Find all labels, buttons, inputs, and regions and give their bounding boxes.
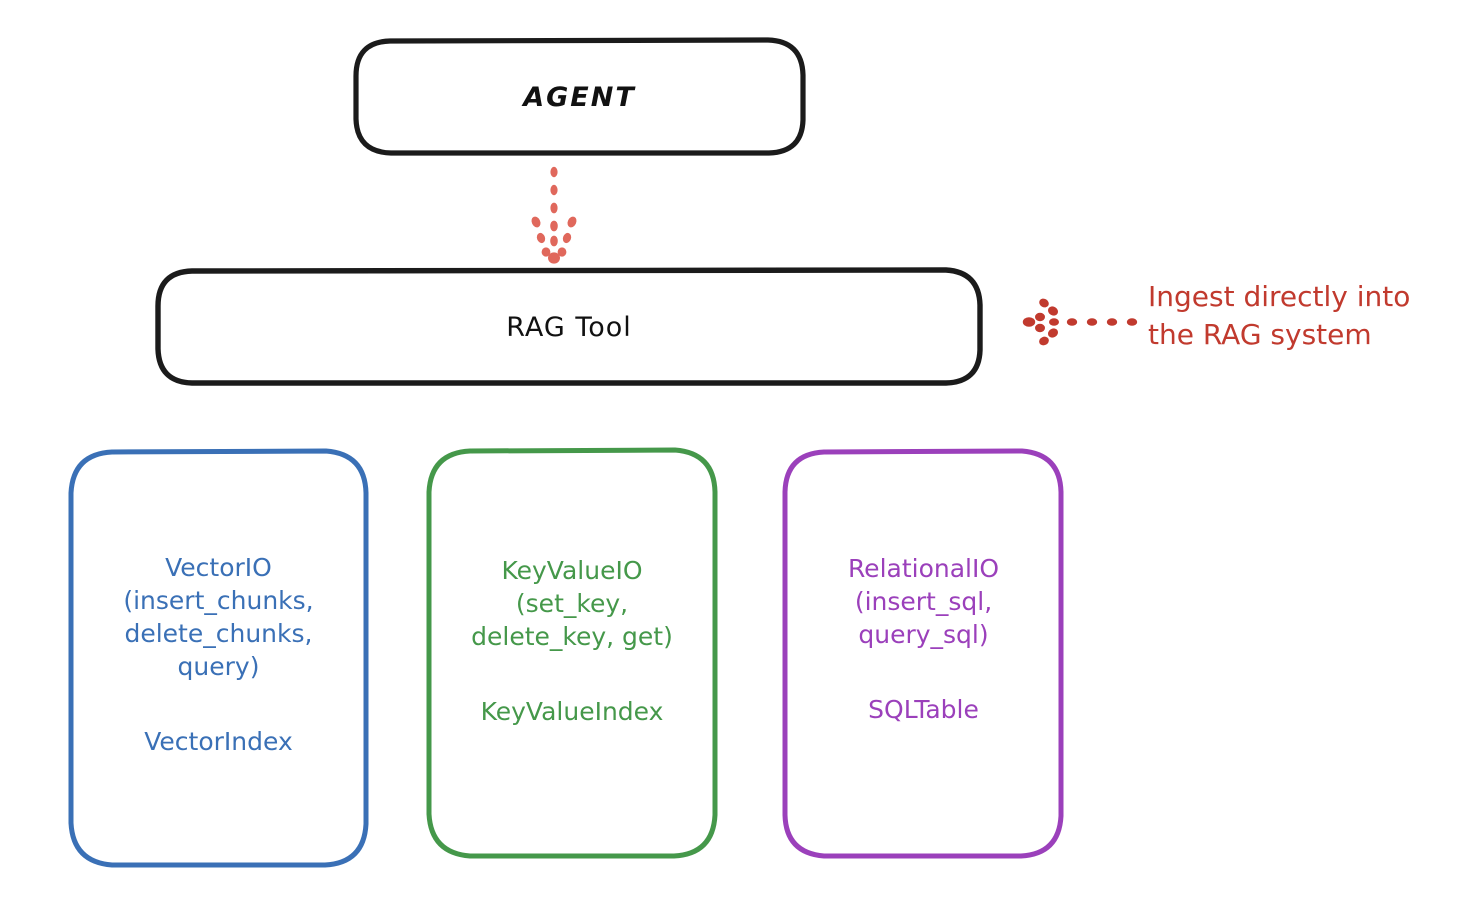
keyvalue-io-secondary-label: KeyValueIndex	[480, 696, 664, 726]
vector-io-secondary-label: VectorIndex	[144, 726, 293, 756]
agent-box-outline[interactable]	[353, 37, 806, 156]
relational-io-content: RelationalIO (insert_sql, query_sql) SQL…	[799, 552, 1048, 726]
rag-tool-box-outline[interactable]	[155, 267, 983, 386]
relational-io-node[interactable]: RelationalIO (insert_sql, query_sql) SQL…	[785, 450, 1062, 855]
relational-io-primary-label: RelationalIO (insert_sql, query_sql)	[847, 553, 1000, 649]
keyvalue-io-box-outline[interactable]	[426, 447, 718, 859]
vector-io-content: VectorIO (insert_chunks, delete_chunks, …	[84, 551, 353, 758]
relational-io-box-outline[interactable]	[782, 448, 1064, 859]
keyvalue-io-primary-label: KeyValueIO (set_key, delete_key, get)	[471, 555, 673, 651]
agent-to-rag-arrow	[531, 166, 577, 264]
rag-tool-label: RAG Tool	[506, 311, 632, 343]
relational-io-secondary-label: SQLTable	[868, 694, 979, 724]
agent-label: AGENT	[523, 81, 636, 113]
vector-io-node[interactable]: VectorIO (insert_chunks, delete_chunks, …	[70, 450, 367, 866]
keyvalue-io-content: KeyValueIO (set_key, delete_key, get) Ke…	[442, 554, 702, 728]
vector-io-primary-label: VectorIO (insert_chunks, delete_chunks, …	[123, 552, 314, 681]
ingest-note-arrow	[1022, 298, 1138, 346]
rag-tool-node[interactable]: RAG Tool	[157, 270, 981, 384]
agent-node[interactable]: AGENT	[355, 40, 804, 154]
keyvalue-io-node[interactable]: KeyValueIO (set_key, delete_key, get) Ke…	[428, 449, 716, 856]
vector-io-box-outline[interactable]	[68, 448, 369, 868]
ingest-annotation-text: Ingest directly into the RAG system	[1148, 280, 1411, 351]
